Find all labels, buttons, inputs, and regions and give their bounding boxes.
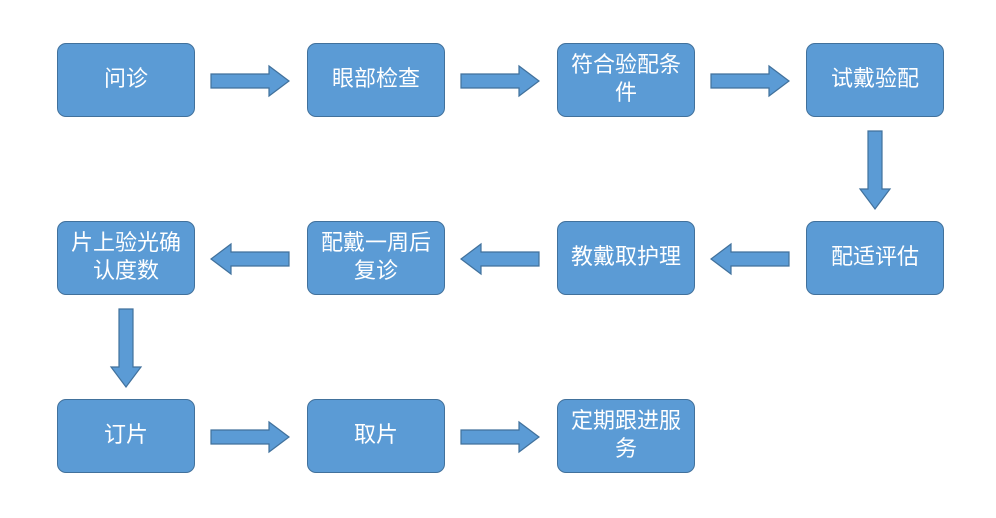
step-label: 配适评估	[830, 245, 919, 270]
step-trial-fitting: 试戴验配	[806, 43, 944, 117]
step-fitting-eligibility: 符合验配条件	[557, 43, 695, 117]
step-one-week-followup: 配戴一周后复诊	[307, 221, 445, 295]
step-label: 取片	[353, 423, 398, 448]
right-arrow-icon	[460, 64, 540, 98]
down-arrow-icon	[109, 308, 143, 388]
right-arrow-icon	[210, 420, 290, 454]
step-fit-assessment: 配适评估	[806, 221, 944, 295]
left-arrow-icon	[210, 242, 290, 276]
step-label: 片上验光确认度数	[70, 231, 181, 284]
step-pickup-lens: 取片	[307, 399, 445, 473]
step-label: 眼部检查	[331, 67, 420, 92]
step-label: 试戴验配	[830, 67, 919, 92]
step-over-refraction: 片上验光确认度数	[57, 221, 195, 295]
step-label: 问诊	[103, 67, 148, 92]
down-arrow-icon	[858, 130, 892, 210]
step-wear-care-training: 教戴取护理	[557, 221, 695, 295]
left-arrow-icon	[710, 242, 790, 276]
step-label: 配戴一周后复诊	[320, 231, 431, 284]
step-regular-followup: 定期跟进服务	[557, 399, 695, 473]
step-label: 定期跟进服务	[570, 409, 681, 462]
step-label: 符合验配条件	[570, 53, 681, 106]
left-arrow-icon	[460, 242, 540, 276]
step-label: 教戴取护理	[570, 245, 681, 270]
step-consultation: 问诊	[57, 43, 195, 117]
step-order-lens: 订片	[57, 399, 195, 473]
right-arrow-icon	[210, 64, 290, 98]
step-eye-examination: 眼部检查	[307, 43, 445, 117]
right-arrow-icon	[710, 64, 790, 98]
step-label: 订片	[103, 423, 148, 448]
right-arrow-icon	[460, 420, 540, 454]
